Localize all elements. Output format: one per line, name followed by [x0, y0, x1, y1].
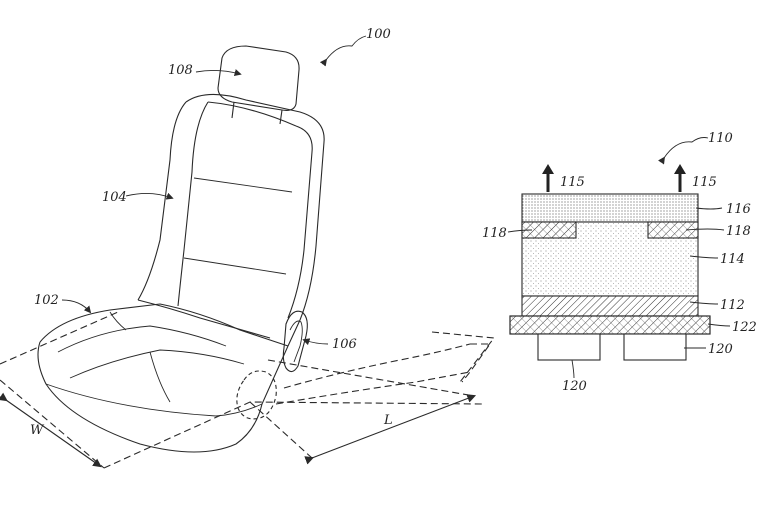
- ref-foot-left: 120: [562, 379, 587, 394]
- base-plate: [509, 315, 711, 335]
- ref-headrest: 108: [168, 63, 193, 78]
- layer-stack-drawing: 110 115 115: [482, 131, 757, 394]
- insert-right: [647, 221, 699, 239]
- lower-layer: [521, 295, 699, 317]
- foot-right: [623, 333, 687, 361]
- ref-flow-right: 115: [692, 175, 717, 190]
- ref-insert-right: 118: [726, 224, 751, 239]
- stack-leader: [658, 137, 709, 165]
- dim-width-label: W: [30, 423, 45, 438]
- ref-top-layer: 116: [726, 202, 751, 217]
- dim-length-label: L: [383, 413, 393, 428]
- ref-backrest: 104: [102, 190, 127, 205]
- flow-arrow-right: [674, 164, 686, 192]
- dimension-lines: [0, 311, 483, 469]
- flow-arrow-left: [542, 164, 554, 192]
- stack-leader-lines: [507, 207, 731, 379]
- ref-control: 106: [332, 337, 357, 352]
- backrest: [137, 93, 325, 347]
- ref-lower-layer: 112: [720, 298, 745, 313]
- ref-stack: 110: [708, 131, 733, 146]
- seat-cushion: [37, 303, 289, 453]
- ref-seat: 100: [366, 27, 391, 42]
- ref-flow-left: 115: [560, 175, 585, 190]
- ref-cushion: 102: [34, 293, 59, 308]
- headrest: [217, 45, 300, 125]
- ref-core: 114: [720, 252, 745, 267]
- ref-insert-left: 118: [482, 226, 507, 241]
- seat-side-control: [282, 310, 308, 373]
- top-layer: [521, 193, 699, 223]
- seat-leader-lines: [61, 35, 367, 346]
- rotation-arrows: [275, 331, 496, 405]
- foot-left: [537, 333, 601, 361]
- seat-drawing: 100 108 104 102 106 W L: [0, 27, 496, 469]
- ref-base-plate: 122: [732, 320, 757, 335]
- ref-foot-right: 120: [708, 342, 733, 357]
